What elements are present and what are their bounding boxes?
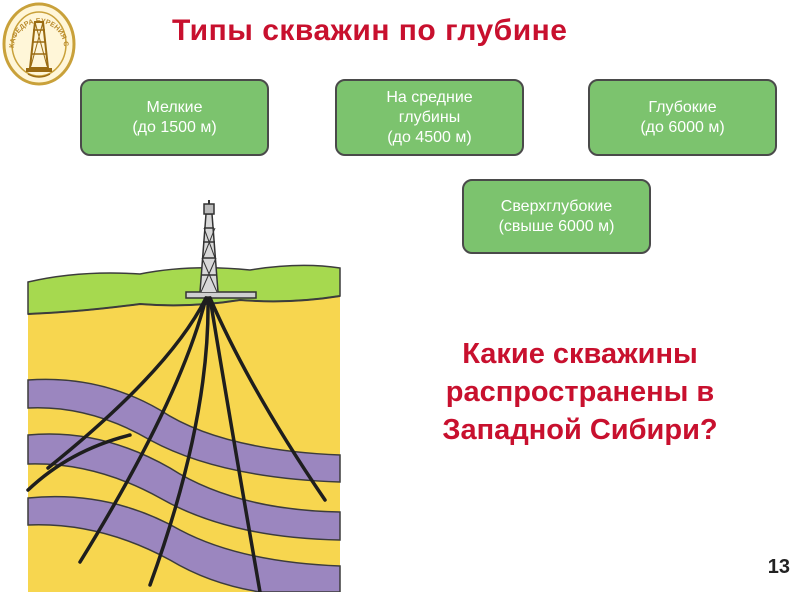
drilling-rig-logo-icon: КАФЕДРА БУРЕНИЯ СКВАЖИН — [0, 0, 76, 86]
superdeep-wells-box: Сверхглубокие (свыше 6000 м) — [462, 179, 651, 254]
box-line: глубины — [398, 108, 461, 126]
page-number: 13 — [767, 556, 790, 578]
slide-title: Типы скважин по глубине — [172, 14, 568, 47]
department-logo: КАФЕДРА БУРЕНИЯ СКВАЖИН — [0, 0, 76, 86]
medium-depth-wells-box: На средние глубины (до 4500 м) — [335, 79, 524, 156]
box-line: Глубокие — [648, 98, 717, 116]
question-line: Какие скважины — [462, 338, 698, 370]
box-line: (свыше 6000 м) — [498, 217, 615, 235]
rock-layer-1 — [27, 378, 341, 483]
box-line: (до 4500 м) — [387, 128, 472, 146]
rock-layer-2 — [27, 433, 341, 541]
shallow-wells-box: Мелкие (до 1500 м) — [80, 79, 269, 156]
drilling-rig-icon — [185, 200, 257, 299]
box-line: (до 6000 м) — [640, 118, 725, 136]
question-line: распространены в — [445, 376, 715, 408]
box-line: Мелкие — [146, 98, 203, 116]
wells-illustration — [20, 200, 350, 594]
question-line: Западной Сибири? — [442, 414, 718, 446]
box-line: На средние — [386, 88, 473, 106]
box-line: (до 1500 м) — [132, 118, 217, 136]
well-bores — [26, 296, 327, 594]
deep-wells-box: Глубокие (до 6000 м) — [588, 79, 777, 156]
box-line: Сверхглубокие — [500, 197, 613, 215]
question-text: Какие скважины распространены в Западной… — [380, 335, 780, 449]
